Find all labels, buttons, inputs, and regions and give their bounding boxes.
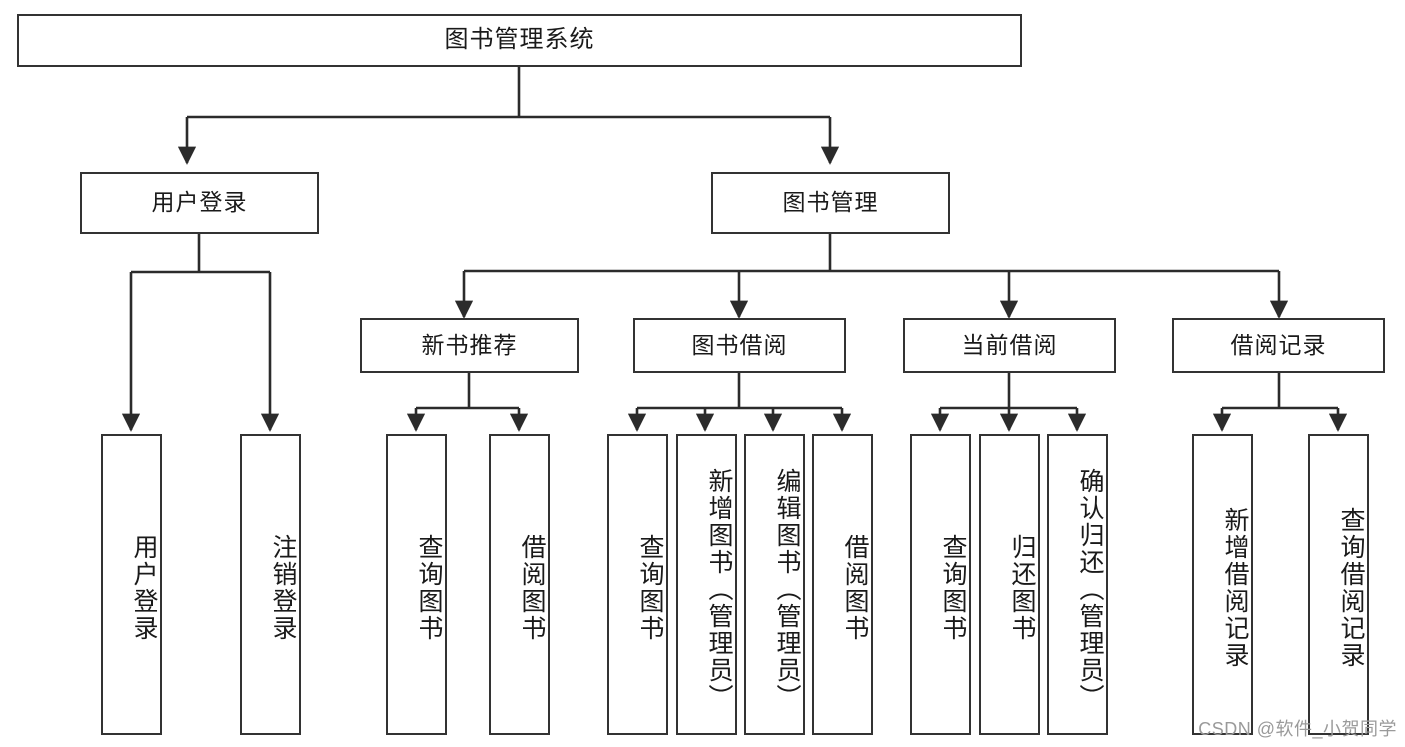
node-label: 归还图书 <box>1008 533 1036 642</box>
node-label: 借阅记录 <box>1230 331 1327 358</box>
node-new-book-recommend[interactable]: 新书推荐 <box>360 318 579 373</box>
leaf-user-login-logout[interactable]: 注销登录 <box>240 434 301 735</box>
leaf-current-return-book[interactable]: 归还图书 <box>979 434 1040 735</box>
node-label: 确认归还（管理员） <box>1076 468 1104 711</box>
node-label: 新增图书（管理员） <box>705 468 733 711</box>
node-label: 编辑图书（管理员） <box>773 468 801 711</box>
node-user-login[interactable]: 用户登录 <box>80 172 319 234</box>
leaf-user-login-login[interactable]: 用户登录 <box>101 434 162 735</box>
leaf-recommend-borrow-book[interactable]: 借阅图书 <box>489 434 550 735</box>
leaf-borrow-borrow-book[interactable]: 借阅图书 <box>812 434 873 735</box>
node-label: 查询借阅记录 <box>1337 506 1365 669</box>
leaf-current-query-book[interactable]: 查询图书 <box>910 434 971 735</box>
leaf-record-query-record[interactable]: 查询借阅记录 <box>1308 434 1369 735</box>
node-book-management[interactable]: 图书管理 <box>711 172 950 234</box>
node-book-borrow[interactable]: 图书借阅 <box>633 318 846 373</box>
node-current-borrow[interactable]: 当前借阅 <box>903 318 1116 373</box>
leaf-recommend-query-book[interactable]: 查询图书 <box>386 434 447 735</box>
node-label: 注销登录 <box>269 533 297 642</box>
csdn-watermark: CSDN @软件_小贺同学 <box>1198 719 1397 739</box>
node-label: 图书管理系统 <box>444 26 595 54</box>
leaf-record-add-record[interactable]: 新增借阅记录 <box>1192 434 1253 735</box>
leaf-borrow-add-book-admin[interactable]: 新增图书（管理员） <box>676 434 737 735</box>
node-label: 新增借阅记录 <box>1221 506 1249 669</box>
node-label: 用户登录 <box>130 533 158 642</box>
node-label: 借阅图书 <box>518 533 546 642</box>
node-label: 借阅图书 <box>841 533 869 642</box>
node-label: 新书推荐 <box>421 331 518 358</box>
node-label: 查询图书 <box>636 533 664 642</box>
node-label: 当前借阅 <box>961 331 1058 358</box>
node-root-system[interactable]: 图书管理系统 <box>17 14 1022 67</box>
node-borrow-record[interactable]: 借阅记录 <box>1172 318 1385 373</box>
leaf-borrow-edit-book-admin[interactable]: 编辑图书（管理员） <box>744 434 805 735</box>
leaf-current-confirm-return-admin[interactable]: 确认归还（管理员） <box>1047 434 1108 735</box>
node-label: 用户登录 <box>151 189 248 216</box>
node-label: 查询图书 <box>415 533 443 642</box>
node-label: 图书借阅 <box>691 331 788 358</box>
leaf-borrow-query-book[interactable]: 查询图书 <box>607 434 668 735</box>
node-label: 查询图书 <box>939 533 967 642</box>
node-label: 图书管理 <box>782 189 879 216</box>
